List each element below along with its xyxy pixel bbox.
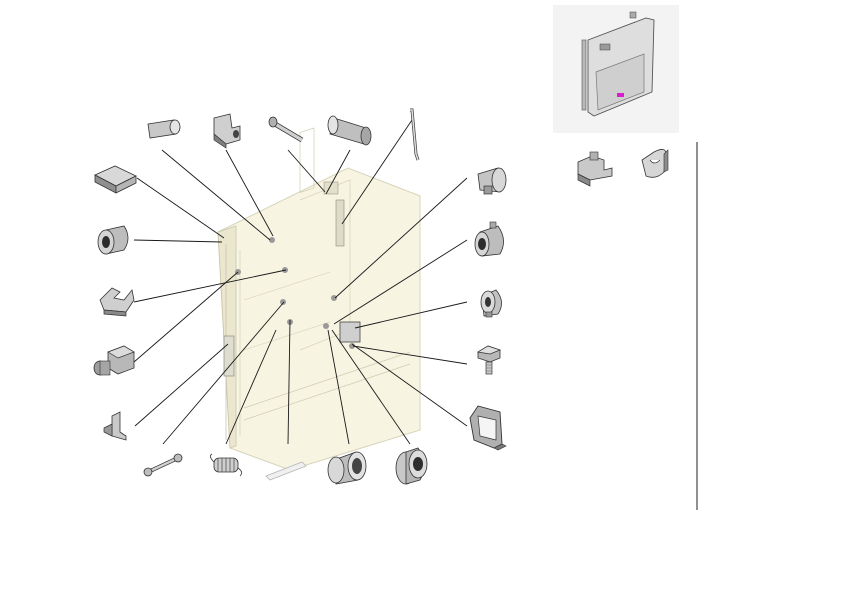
l-bracket-icon bbox=[103, 411, 127, 441]
bushing-icon bbox=[474, 221, 504, 257]
hook-icon bbox=[641, 149, 669, 178]
screw-icon bbox=[477, 345, 502, 375]
sensor-box-icon bbox=[93, 345, 135, 376]
bearing-icon bbox=[327, 451, 367, 485]
knob-icon bbox=[477, 167, 507, 195]
side-clip-icon bbox=[577, 151, 613, 187]
gear-bushing-icon bbox=[480, 289, 502, 318]
flanged-bearing-icon bbox=[395, 447, 428, 485]
bent-rod-icon bbox=[410, 108, 420, 161]
label-strip-icon bbox=[265, 461, 307, 481]
latch-clip-icon bbox=[99, 287, 135, 317]
roller-tube-icon bbox=[327, 115, 372, 146]
frame-guide-icon bbox=[469, 405, 507, 451]
bracket-block-icon bbox=[213, 113, 241, 149]
bushing-icon bbox=[97, 225, 129, 255]
assembly-locator-thumbnail bbox=[553, 5, 679, 133]
block-pad-icon bbox=[94, 165, 137, 194]
assembly-panel bbox=[217, 127, 421, 471]
shaft-pin-icon bbox=[268, 116, 304, 143]
assembly-locator-icon bbox=[581, 11, 655, 117]
axle-pin-icon bbox=[143, 453, 183, 477]
tube-icon bbox=[147, 119, 181, 139]
spring-icon bbox=[210, 453, 242, 477]
highlight-marker-icon bbox=[617, 93, 624, 97]
leader-lines bbox=[133, 119, 468, 445]
